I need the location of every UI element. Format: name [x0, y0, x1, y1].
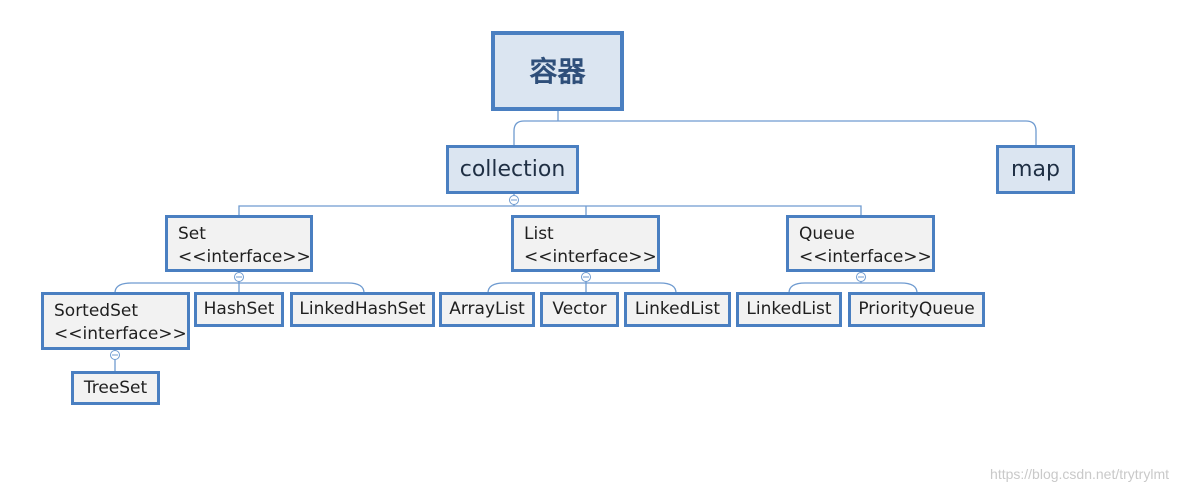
node-linkedlist-list[interactable]: LinkedList	[624, 292, 731, 327]
node-name: Set	[178, 224, 206, 244]
node-label: HashSet	[203, 299, 275, 319]
node-collection[interactable]: collection	[446, 145, 579, 194]
node-stereotype: <<interface>>	[54, 324, 187, 344]
watermark: https://blog.csdn.net/trytrylmt	[990, 466, 1169, 482]
connector-queue	[788, 271, 918, 294]
node-list[interactable]: List <<interface>>	[511, 215, 660, 272]
node-label: PriorityQueue	[858, 299, 975, 319]
node-label: 容器	[529, 54, 586, 88]
node-vector[interactable]: Vector	[540, 292, 619, 327]
node-linkedlist-queue[interactable]: LinkedList	[736, 292, 842, 327]
node-label: map	[1011, 157, 1060, 182]
node-name: Queue	[799, 224, 855, 244]
node-priorityqueue[interactable]: PriorityQueue	[848, 292, 985, 327]
node-label: TreeSet	[83, 377, 148, 398]
connector-root	[513, 111, 1037, 146]
node-label: Vector	[552, 299, 607, 319]
node-container[interactable]: 容器	[491, 31, 624, 111]
node-name: List	[524, 224, 554, 244]
connector-collection	[238, 193, 862, 216]
node-hashset[interactable]: HashSet	[194, 292, 284, 327]
node-set[interactable]: Set <<interface>>	[165, 215, 313, 272]
node-label: LinkedList	[634, 299, 721, 319]
node-sortedset[interactable]: SortedSet <<interface>>	[41, 292, 190, 350]
node-name: SortedSet	[54, 301, 139, 321]
node-linkedhashset[interactable]: LinkedHashSet	[290, 292, 435, 327]
node-stereotype: <<interface>>	[799, 247, 932, 267]
node-treeset[interactable]: TreeSet	[71, 371, 160, 405]
node-label: collection	[459, 157, 566, 182]
node-label: LinkedList	[746, 299, 832, 319]
node-label: ArrayList	[449, 299, 525, 319]
node-map[interactable]: map	[996, 145, 1075, 194]
node-arraylist[interactable]: ArrayList	[439, 292, 535, 327]
node-stereotype: <<interface>>	[524, 247, 657, 267]
node-label: LinkedHashSet	[299, 299, 426, 319]
node-queue[interactable]: Queue <<interface>>	[786, 215, 935, 272]
node-stereotype: <<interface>>	[178, 247, 311, 267]
